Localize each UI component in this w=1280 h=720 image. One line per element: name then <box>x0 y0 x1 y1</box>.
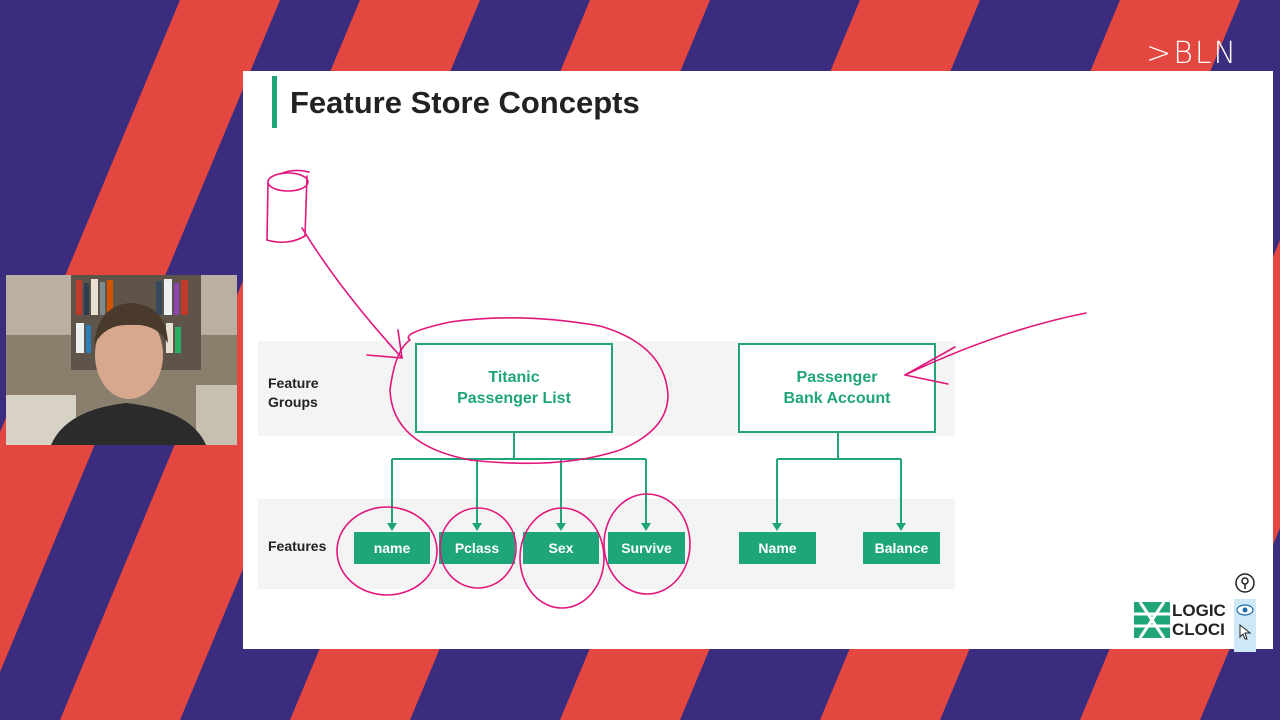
feature-bank-name[interactable]: Name <box>739 532 816 564</box>
eye-icon[interactable] <box>1234 599 1256 621</box>
title-accent-bar <box>272 76 277 128</box>
presenter-video <box>6 275 237 445</box>
logical-clocks-logo: LOGIC CLOCI <box>1134 600 1234 640</box>
feature-group-bank-account[interactable]: Passenger Bank Account <box>738 343 936 433</box>
pin-icon[interactable] <box>1234 572 1256 594</box>
annotation-toolbar <box>1234 572 1256 652</box>
feature-sex[interactable]: Sex <box>523 532 599 564</box>
webcam-feed <box>6 275 237 445</box>
feature-balance[interactable]: Balance <box>863 532 940 564</box>
slide: Feature Store Concepts Feature Groups Fe… <box>243 71 1273 649</box>
brand-logo: >BLN <box>1146 36 1238 71</box>
feature-group-label: Passenger Bank Account <box>783 369 891 407</box>
feature-group-titanic[interactable]: Titanic Passenger List <box>415 343 613 433</box>
row-label-feature-groups: Feature Groups <box>268 375 319 410</box>
feature-pclass[interactable]: Pclass <box>439 532 515 564</box>
feature-name[interactable]: name <box>354 532 430 564</box>
logo-mark-icon <box>1134 602 1170 638</box>
feature-survive[interactable]: Survive <box>608 532 685 564</box>
cursor-icon[interactable] <box>1234 621 1256 643</box>
slide-title: Feature Store Concepts <box>290 85 640 120</box>
logo-text: LOGIC CLOCI <box>1172 601 1226 639</box>
row-label-features: Features <box>268 538 327 554</box>
feature-group-label: Titanic Passenger List <box>457 369 571 407</box>
eraser-icon[interactable] <box>1234 643 1256 652</box>
